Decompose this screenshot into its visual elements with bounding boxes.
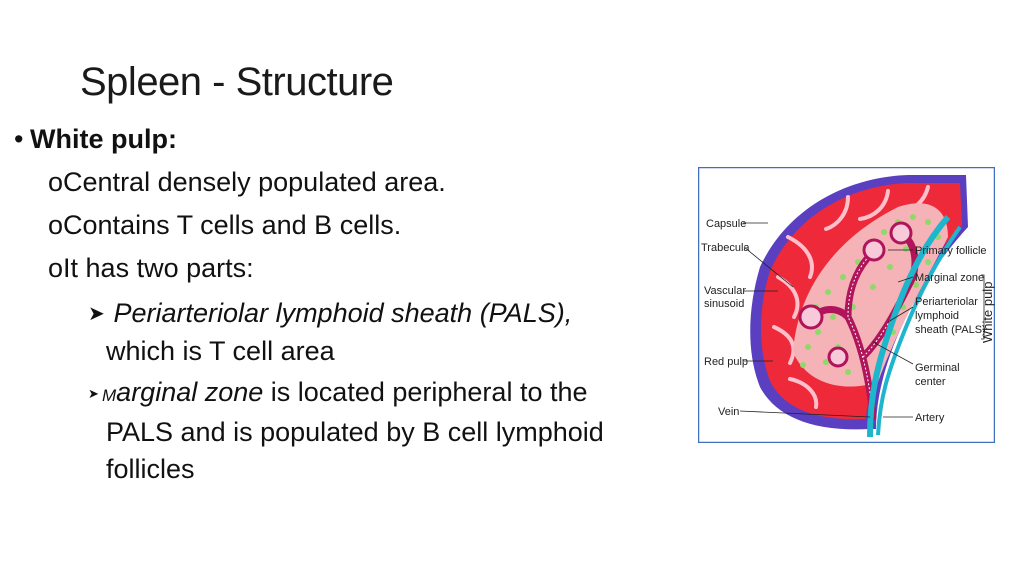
spleen-diagram: Capsule Trabecula Vascular sinusoid Red … xyxy=(698,167,995,443)
sub-item-central: oCentral densely populated area. xyxy=(48,167,446,198)
label-red-pulp: Red pulp xyxy=(704,356,748,368)
mz-small-cap: M xyxy=(102,386,117,405)
artery-shape xyxy=(867,215,951,438)
sub-item-two-parts: oIt has two parts: xyxy=(48,253,254,284)
bullet-white-pulp: •White pulp: xyxy=(14,124,177,155)
sub-item-central-text: Central densely populated area. xyxy=(63,167,446,197)
label-trabecula: Trabecula xyxy=(701,242,750,254)
circle-bullet-icon: o xyxy=(48,167,64,197)
label-leaders xyxy=(739,222,914,418)
white-pulp-bracket xyxy=(981,274,985,340)
label-germinal-2: center xyxy=(915,376,946,388)
pals-italic-text: Periarteriolar lymphoid sheath (PALS), xyxy=(113,298,573,328)
label-pals-3: sheath (PALS) xyxy=(915,324,986,336)
bullet-dot-icon: • xyxy=(14,124,24,154)
follicles xyxy=(798,221,913,368)
label-marginal-zone: Marginal zone xyxy=(915,272,984,284)
label-artery: Artery xyxy=(915,412,945,424)
sub-item-two-parts-text: It has two parts: xyxy=(63,253,254,283)
label-vascular-2: sinusoid xyxy=(704,298,744,310)
circle-bullet-icon: o xyxy=(48,210,64,240)
mz-rest-line3: follicles xyxy=(106,454,195,484)
arrow-bullet-icon: ➤ xyxy=(88,303,105,325)
label-vascular-1: Vascular xyxy=(704,285,746,297)
slide-title: Spleen - Structure xyxy=(80,60,394,104)
pals-rest-text: which is T cell area xyxy=(106,336,335,366)
part-marginal-zone: ➤Marginal zone is located peripheral to … xyxy=(88,374,678,488)
white-pulp-region xyxy=(793,203,948,387)
vein-shape xyxy=(876,225,962,436)
mz-rest-line1: is located peripheral to the xyxy=(270,377,588,407)
label-vein: Vein xyxy=(718,406,739,418)
label-germinal-1: Germinal xyxy=(915,362,960,374)
label-pals-2: lymphoid xyxy=(915,310,959,322)
sub-item-contains: oContains T cells and B cells. xyxy=(48,210,401,241)
label-white-pulp: White pulp xyxy=(980,282,995,343)
circle-bullet-icon: o xyxy=(48,253,64,283)
sub-item-contains-text: Contains T cells and B cells. xyxy=(63,210,402,240)
mz-rest-line2: PALS and is populated by B cell lymphoid xyxy=(106,417,604,447)
arrow-bullet-icon: ➤ xyxy=(88,386,99,401)
part-pals: ➤ Periarteriolar lymphoid sheath (PALS),… xyxy=(88,295,678,370)
bullet-white-pulp-text: White pulp: xyxy=(30,124,177,154)
mz-italic-text: arginal zone xyxy=(116,377,264,407)
label-capsule: Capsule xyxy=(706,218,746,230)
label-primary-follicle: Primary follicle xyxy=(915,245,987,257)
label-pals-1: Periarteriolar xyxy=(915,296,978,308)
